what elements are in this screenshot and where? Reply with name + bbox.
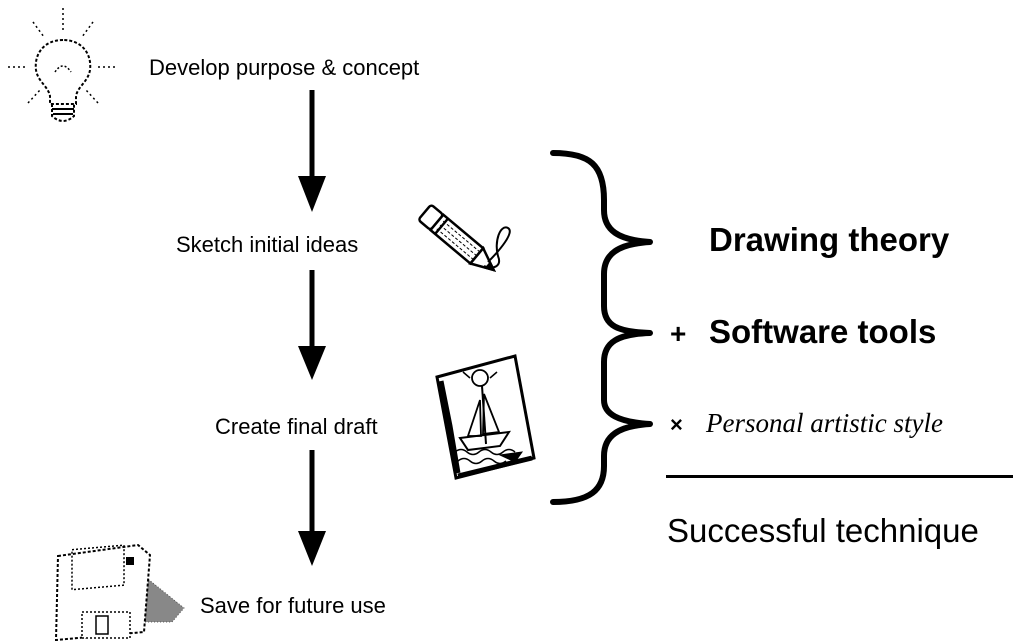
- step-label-develop: Develop purpose & concept: [149, 55, 420, 80]
- flow-arrow-2: [298, 270, 326, 380]
- flow-arrow-3: [298, 450, 326, 566]
- term-software-tools: Software tools: [709, 313, 937, 350]
- step-label-save: Save for future use: [200, 593, 386, 618]
- lightbulb-icon: [8, 8, 118, 122]
- sum-divider: [666, 475, 1013, 478]
- drawing-paper-icon: [435, 354, 536, 480]
- result-successful-technique: Successful technique: [667, 512, 979, 549]
- operator-plus: +: [670, 318, 687, 349]
- step-label-draft: Create final draft: [215, 414, 378, 439]
- step-label-sketch: Sketch initial ideas: [176, 232, 359, 257]
- pencil-icon: [418, 204, 511, 273]
- flow-arrow-1: [298, 90, 326, 212]
- term-personal-style: Personal artistic style: [706, 408, 943, 438]
- operator-times: ×: [670, 412, 683, 437]
- curly-brace: [550, 150, 653, 505]
- term-drawing-theory: Drawing theory: [709, 221, 950, 258]
- floppy-disk-icon: [54, 543, 185, 641]
